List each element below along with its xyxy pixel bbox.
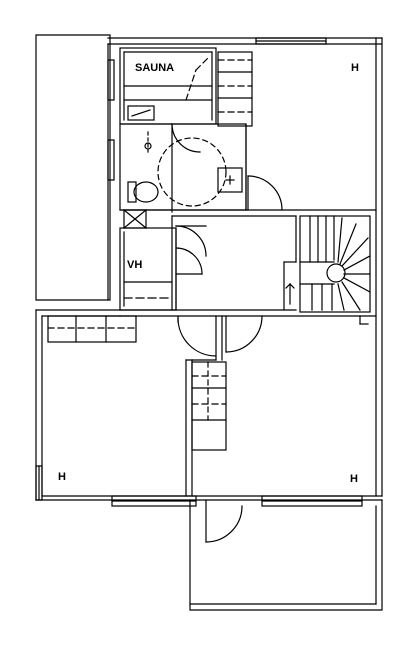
room-bottom-right-label: H [350, 473, 358, 485]
hallway-walls [119, 175, 377, 317]
bathroom-walls [119, 105, 247, 213]
sauna-walls [119, 47, 217, 125]
left-wing-walls [35, 34, 111, 301]
wardrobes-top [217, 51, 253, 127]
wardrobes-bottom-left [47, 315, 137, 343]
lower-partitions [177, 315, 369, 497]
room-top-right-label: H [351, 62, 359, 74]
room-bottom-left-label: H [58, 471, 66, 483]
windows [35, 37, 363, 507]
balcony [189, 499, 383, 611]
utility-box [123, 209, 147, 229]
staircase [285, 215, 371, 313]
outer-walls [35, 37, 383, 501]
sauna-label: SAUNA [135, 62, 175, 74]
storage-walls [119, 227, 203, 311]
storage-vh-label: VH [127, 259, 143, 271]
